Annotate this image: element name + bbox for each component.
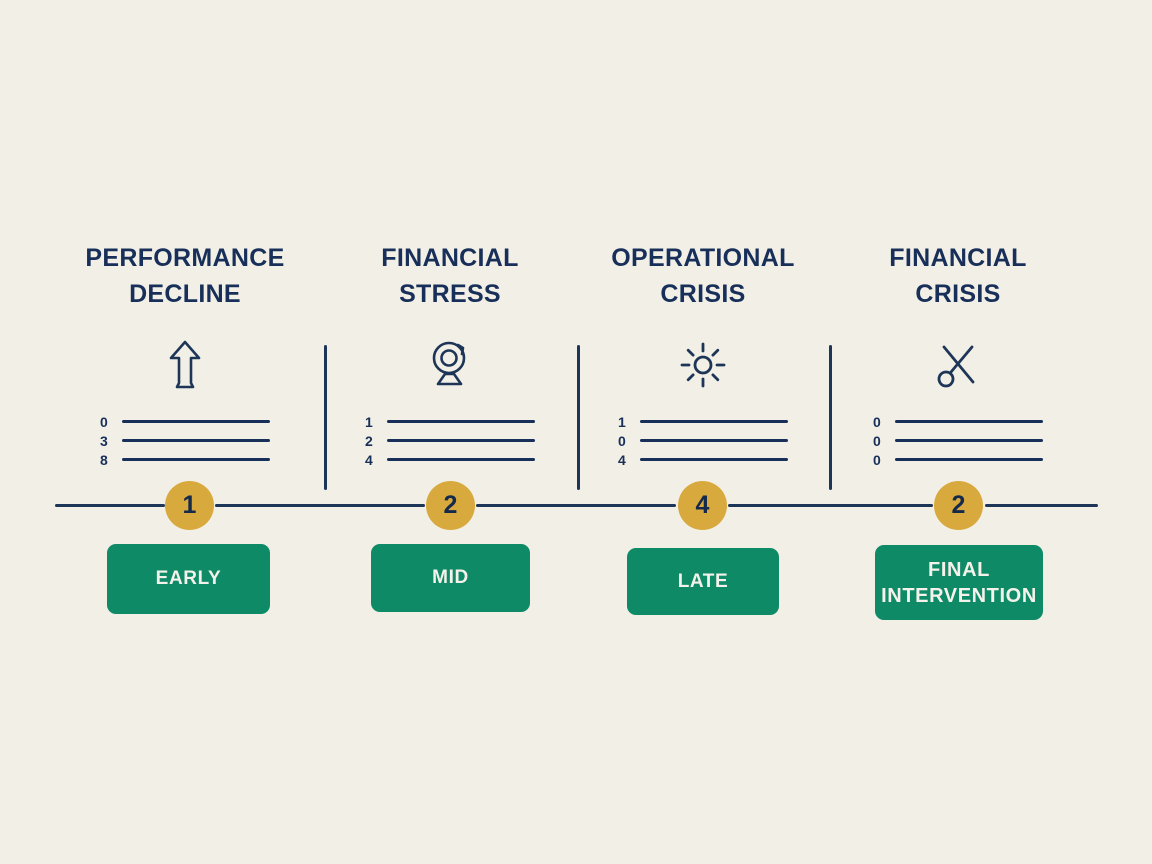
detail-rule — [640, 439, 788, 442]
phase-pill-mid[interactable]: MID — [371, 544, 530, 612]
detail-rule — [122, 420, 270, 423]
detail-digit: 8 — [100, 451, 108, 468]
stage-title: PERFORMANCE DECLINE — [85, 244, 285, 308]
detail-rule — [387, 420, 535, 423]
detail-digit: 0 — [873, 451, 881, 468]
detail-digit: 1 — [365, 413, 373, 430]
timeline-axis-segment — [55, 504, 165, 507]
detail-line-row: 4 — [618, 450, 788, 469]
column-divider — [577, 345, 580, 490]
detail-line-row: 0 — [618, 431, 788, 450]
scissors-icon — [833, 336, 1083, 394]
detail-line-row: 1 — [365, 412, 535, 431]
stage-detail-lines: 0 3 8 — [60, 412, 310, 469]
timeline-axis-segment — [215, 504, 425, 507]
timeline-axis-segment — [985, 504, 1098, 507]
stage-column-financial-stress: FINANCIAL STRESS 1 2 4 — [325, 240, 575, 469]
detail-digit: 0 — [618, 432, 626, 449]
timeline-node-2[interactable]: 2 — [426, 481, 475, 530]
detail-rule — [895, 458, 1043, 461]
detail-line-row: 4 — [365, 450, 535, 469]
detail-line-row: 1 — [618, 412, 788, 431]
detail-rule — [387, 439, 535, 442]
phase-pill-late[interactable]: LATE — [627, 548, 779, 615]
stage-detail-lines: 1 0 4 — [578, 412, 828, 469]
stage-column-performance-decline: PERFORMANCE DECLINE 0 3 8 — [60, 240, 310, 469]
stage-detail-lines: 0 0 0 — [833, 412, 1083, 469]
detail-rule — [387, 458, 535, 461]
detail-rule — [640, 458, 788, 461]
phase-pill-final-intervention[interactable]: FINAL INTERVENTION — [875, 545, 1043, 620]
detail-rule — [895, 420, 1043, 423]
timeline-axis-segment — [476, 504, 676, 507]
detail-digit: 0 — [873, 413, 881, 430]
detail-line-row: 0 — [873, 450, 1043, 469]
detail-digit: 0 — [873, 432, 881, 449]
phase-pill-early[interactable]: EARLY — [107, 544, 270, 614]
detail-line-row: 0 — [873, 431, 1043, 450]
column-divider — [324, 345, 327, 490]
detail-digit: 4 — [618, 451, 626, 468]
detail-digit: 2 — [365, 432, 373, 449]
webcam-icon — [325, 336, 575, 394]
detail-line-row: 0 — [873, 412, 1043, 431]
timeline-axis-segment — [728, 504, 933, 507]
detail-rule — [122, 458, 270, 461]
stage-title: FINANCIAL STRESS — [381, 244, 519, 308]
timeline-node-1[interactable]: 1 — [165, 481, 214, 530]
detail-line-row: 3 — [100, 431, 270, 450]
detail-line-row: 0 — [100, 412, 270, 431]
detail-rule — [640, 420, 788, 423]
timeline-node-3[interactable]: 4 — [678, 481, 727, 530]
detail-line-row: 2 — [365, 431, 535, 450]
stage-detail-lines: 1 2 4 — [325, 412, 575, 469]
timeline-node-4[interactable]: 2 — [934, 481, 983, 530]
detail-rule — [895, 439, 1043, 442]
detail-digit: 0 — [100, 413, 108, 430]
detail-line-row: 8 — [100, 450, 270, 469]
detail-rule — [122, 439, 270, 442]
arrow-up-icon — [60, 336, 310, 394]
detail-digit: 4 — [365, 451, 373, 468]
stage-column-operational-crisis: OPERATIONAL CRISIS 1 0 — [578, 240, 828, 469]
detail-digit: 1 — [618, 413, 626, 430]
detail-digit: 3 — [100, 432, 108, 449]
sun-icon — [578, 336, 828, 394]
stage-title: OPERATIONAL CRISIS — [611, 244, 795, 308]
stage-column-financial-crisis: FINANCIAL CRISIS 0 0 0 — [833, 240, 1083, 469]
stage-title: FINANCIAL CRISIS — [889, 244, 1027, 308]
column-divider — [829, 345, 832, 490]
